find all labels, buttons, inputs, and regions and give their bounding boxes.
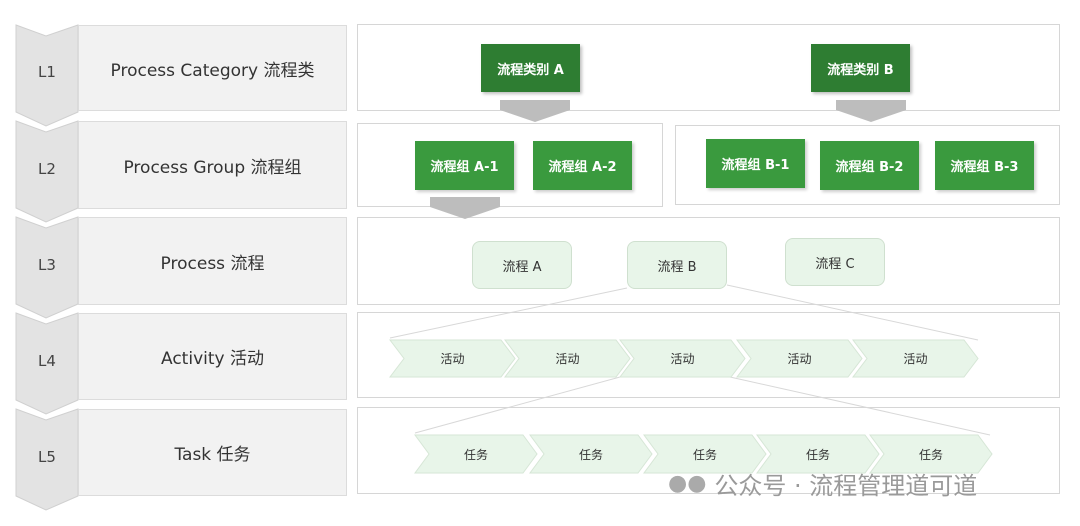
zoom-connector-line xyxy=(414,376,621,434)
watermark-text: 公众号 · 流程管理道可道 xyxy=(714,472,978,500)
activity-step: 活动 xyxy=(903,352,928,366)
activity-step-shape xyxy=(503,339,631,378)
activity-step-shape xyxy=(618,339,746,378)
activity-step: 活动 xyxy=(670,352,695,366)
activity-step: 活动 xyxy=(787,352,812,366)
level-chevron-l4 xyxy=(15,312,79,415)
level-code: L4 xyxy=(38,351,56,370)
task-step: 任务 xyxy=(463,447,488,462)
down-arrow-icon xyxy=(430,197,500,219)
activity-step-shape xyxy=(735,339,863,378)
level-panel xyxy=(357,24,1060,111)
process-box: 流程 B xyxy=(627,241,727,289)
task-step: 任务 xyxy=(805,447,830,462)
zoom-connector-line xyxy=(726,284,979,341)
category-box: 流程类别 B xyxy=(811,44,910,92)
process-box: 流程 A xyxy=(472,241,572,289)
process-group-box: 流程组 A-1 xyxy=(415,141,514,190)
down-arrow-icon xyxy=(836,100,906,122)
level-label: Process Group 流程组 xyxy=(78,121,347,209)
task-step: 任务 xyxy=(918,447,943,462)
task-step-shape xyxy=(869,434,993,474)
category-box: 流程类别 A xyxy=(481,44,580,92)
level-label: Process 流程 xyxy=(78,217,347,305)
task-step: 任务 xyxy=(692,447,717,462)
process-group-box: 流程组 A-2 xyxy=(533,141,632,190)
level-label: Activity 活动 xyxy=(78,313,347,400)
process-group-box: 流程组 B-1 xyxy=(706,139,805,188)
watermark: ●● 公众号 · 流程管理道可道 xyxy=(668,466,977,501)
activity-step-shape xyxy=(388,339,516,378)
task-step-shape xyxy=(643,434,767,474)
activity-step: 活动 xyxy=(555,352,580,366)
activity-step: 活动 xyxy=(440,352,465,366)
down-arrow-icon xyxy=(500,100,570,122)
task-step: 任务 xyxy=(578,447,603,462)
task-step-shape xyxy=(529,434,653,474)
level-label: Task 任务 xyxy=(78,409,347,496)
level-chevron-l1 xyxy=(15,24,79,127)
level-label: Process Category 流程类 xyxy=(78,25,347,111)
process-group-box: 流程组 B-2 xyxy=(820,141,919,190)
level-code: L5 xyxy=(38,447,56,466)
level-chevron-l5 xyxy=(15,408,79,511)
task-step-shape xyxy=(414,434,538,474)
task-step-shape xyxy=(756,434,880,474)
process-group-box: 流程组 B-3 xyxy=(935,141,1034,190)
zoom-connector-line xyxy=(389,287,628,339)
level-code: L1 xyxy=(38,63,56,81)
zoom-connector-line xyxy=(729,376,991,436)
activity-step-shape xyxy=(851,339,979,378)
level-code: L2 xyxy=(38,160,56,178)
wechat-icon: ●● xyxy=(668,471,707,496)
process-box: 流程 C xyxy=(785,238,885,286)
level-code: L3 xyxy=(38,256,56,274)
